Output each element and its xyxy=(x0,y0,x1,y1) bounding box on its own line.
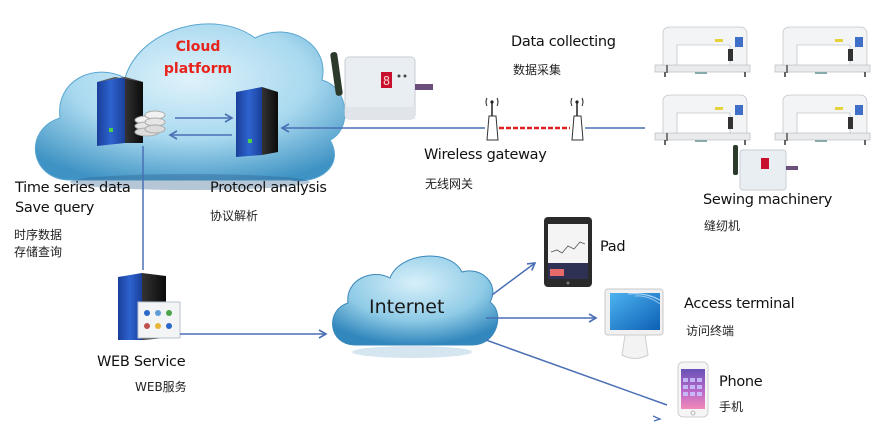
sewing-machine-icon xyxy=(654,94,751,145)
time-series-label-cn1: 时序数据 xyxy=(14,228,63,242)
collector-box-icon xyxy=(733,145,798,191)
phone-label-cn: 手机 xyxy=(719,400,744,414)
collector-display: 8 xyxy=(383,74,390,88)
sewing-machine-icon xyxy=(774,26,871,77)
time-series-label-cn2: 存储查询 xyxy=(14,245,63,259)
sewing-machinery-label-en: Sewing machinery xyxy=(703,192,833,208)
protocol-analysis-label-cn: 协议解析 xyxy=(210,209,259,223)
web-service-label-cn: WEB服务 xyxy=(135,380,187,394)
connector-internet-to-phone xyxy=(485,339,668,406)
antenna-icon xyxy=(485,97,499,141)
data-collecting-label-en: Data collecting xyxy=(511,34,616,50)
cloud-platform-title-line2: platform xyxy=(163,61,233,77)
internet-label: Internet xyxy=(369,296,445,318)
web-server-icon xyxy=(118,273,181,340)
antenna-icon xyxy=(570,97,584,141)
arrowhead-phone xyxy=(652,415,662,422)
data-collecting-label-cn: 数据采集 xyxy=(513,63,562,77)
web-service-label-en: WEB Service xyxy=(97,354,186,370)
sewing-machinery-label-cn: 缝纫机 xyxy=(704,219,741,233)
phone-label-en: Phone xyxy=(719,374,763,390)
wireless-gateway-label-cn: 无线网关 xyxy=(425,177,474,191)
sewing-machine-icon xyxy=(654,26,751,77)
pad-label: Pad xyxy=(600,239,626,255)
database-server-icon xyxy=(97,77,166,146)
time-series-label-en2: Save query xyxy=(15,200,95,216)
sewing-machine-group xyxy=(654,26,871,145)
wireless-gateway-label-en: Wireless gateway xyxy=(424,147,547,163)
tablet-icon xyxy=(544,217,592,287)
smartphone-icon xyxy=(677,361,709,418)
cloud-platform-title-line1: Cloud xyxy=(175,39,221,55)
collector-box-icon: 8 xyxy=(330,52,433,120)
monitor-icon xyxy=(604,288,664,359)
connector-internet-to-pad xyxy=(491,262,537,296)
protocol-analysis-label-en: Protocol analysis xyxy=(210,180,327,196)
sewing-machine-icon xyxy=(774,94,871,145)
cloud-icon xyxy=(332,255,499,358)
access-terminal-label-en: Access terminal xyxy=(684,296,795,312)
server-icon xyxy=(236,87,278,157)
time-series-label-en1: Time series data xyxy=(15,180,131,196)
cloud-platform-title: Cloud platform xyxy=(158,36,238,80)
access-terminal-label-cn: 访问终端 xyxy=(686,324,735,338)
